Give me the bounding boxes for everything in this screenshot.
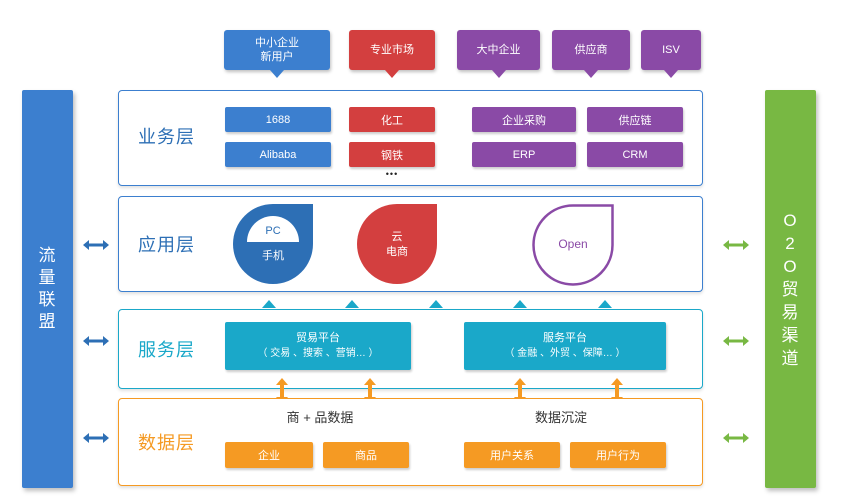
data-box-enterprise: 企业 <box>225 442 313 468</box>
pc-label: PC <box>265 225 281 237</box>
right-double-arrow-icon <box>723 336 749 346</box>
business-layer-label: 业务层 <box>138 127 195 147</box>
vertical-double-arrow-icon <box>611 378 623 404</box>
tag-large-enterprise: 大中企业 <box>457 30 540 78</box>
tag-isv: ISV <box>641 30 701 78</box>
left-bar-char: 量 <box>38 268 57 287</box>
tag-label: 专业市场 <box>370 44 414 56</box>
service-layer-label: 服务层 <box>138 340 195 360</box>
data-layer-label: 数据层 <box>138 433 195 453</box>
left-bar-traffic-alliance: 流 量 联 盟 <box>22 90 73 488</box>
tag-label: 中小企业 <box>255 37 299 49</box>
business-box-crm: CRM <box>587 142 683 167</box>
business-box-steel: 钢铁 <box>349 142 435 167</box>
right-bar-char: 贸 <box>781 279 800 299</box>
up-triangle-icon <box>429 300 443 308</box>
tag-label: ISV <box>662 44 680 56</box>
cloud-ecommerce-shape-icon <box>357 204 437 284</box>
right-bar-o2o-trade-channel: O 2 O 贸 易 渠 道 <box>765 90 816 488</box>
tag-label: 供应商 <box>574 44 608 56</box>
right-bar-char: 易 <box>781 302 800 322</box>
left-bar-char: 联 <box>38 290 57 309</box>
ecommerce-label: 电商 <box>386 246 408 258</box>
service-platform-subtitle: （ 金融 、外贸 、保障… ） <box>504 348 626 359</box>
business-box-enterprise-procurement: 企业采购 <box>472 107 576 132</box>
trade-platform-box: 贸易平台 （ 交易 、搜索 、营销… ） <box>225 322 411 370</box>
business-box-chemical: 化工 <box>349 107 435 132</box>
trade-platform-subtitle: （ 交易 、搜索 、营销… ） <box>257 348 379 359</box>
data-box-user-relations: 用户关系 <box>464 442 560 468</box>
tag-supplier: 供应商 <box>552 30 630 78</box>
up-triangle-icon <box>345 300 359 308</box>
tag-specialized-market: 专业市场 <box>349 30 435 78</box>
business-box-erp: ERP <box>472 142 576 167</box>
tag-label: 大中企业 <box>476 44 521 56</box>
tag-label: 新用户 <box>260 51 294 63</box>
right-double-arrow-icon <box>723 433 749 443</box>
up-triangle-icon <box>513 300 527 308</box>
data-box-user-behavior: 用户行为 <box>570 442 666 468</box>
open-platform-shape-icon <box>532 204 614 286</box>
left-double-arrow-icon <box>83 336 109 346</box>
product-data-title: 商 + 品数据 <box>286 409 354 425</box>
left-double-arrow-icon <box>83 240 109 250</box>
cloud-ecommerce-label: 云 电商 <box>367 228 427 262</box>
service-platform-title: 服务平台 <box>543 332 587 344</box>
right-bar-char: 道 <box>781 348 800 368</box>
business-box-alibaba: Alibaba <box>225 142 331 167</box>
tag-sme-new-users: 中小企业 新用户 <box>224 30 330 78</box>
mobile-label: 手机 <box>262 250 284 262</box>
data-box-product: 商品 <box>323 442 409 468</box>
trade-platform-title: 贸易平台 <box>296 332 340 344</box>
vertical-double-arrow-icon <box>514 378 526 404</box>
right-double-arrow-icon <box>723 240 749 250</box>
right-bar-char: 2 <box>785 233 796 253</box>
cloud-label: 云 <box>391 231 403 243</box>
data-sediment-title: 数据沉淀 <box>534 409 587 425</box>
business-ellipsis: ••• <box>385 169 399 179</box>
open-label: Open <box>558 237 588 251</box>
left-bar-char: 盟 <box>38 312 57 331</box>
left-double-arrow-icon <box>83 433 109 443</box>
business-box-supply-chain: 供应链 <box>587 107 683 132</box>
right-bar-char: O <box>783 256 798 276</box>
vertical-double-arrow-icon <box>276 378 288 404</box>
service-platform-box: 服务平台 （ 金融 、外贸 、保障… ） <box>464 322 666 370</box>
vertical-double-arrow-icon <box>364 378 376 404</box>
right-bar-char: O <box>783 210 798 230</box>
business-layer-panel <box>118 90 703 186</box>
application-layer-label: 应用层 <box>138 235 195 255</box>
right-bar-char: 渠 <box>781 325 800 345</box>
up-triangle-icon <box>598 300 612 308</box>
left-bar-char: 流 <box>38 246 57 265</box>
business-box-1688: 1688 <box>225 107 331 132</box>
up-triangle-icon <box>262 300 276 308</box>
pc-mobile-shape-icon <box>233 204 313 284</box>
